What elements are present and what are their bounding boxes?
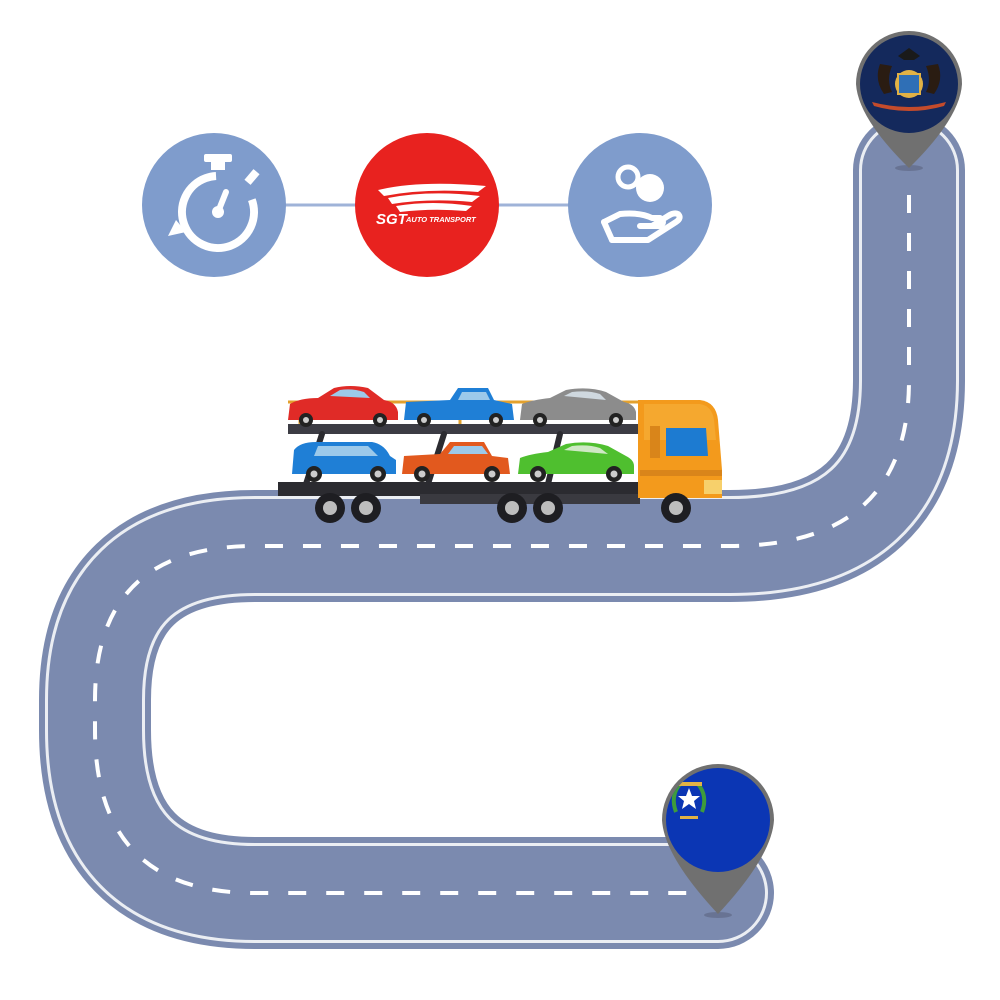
gray-car — [520, 388, 636, 427]
car-carrier-truck — [278, 386, 722, 523]
truck-wheels — [315, 493, 691, 523]
green-car — [518, 442, 634, 482]
hand-coin-icon — [568, 133, 712, 277]
blue-suv — [292, 442, 396, 482]
blue-pickup — [404, 388, 514, 427]
truck-cab — [638, 400, 722, 498]
road-lane-markings — [93, 195, 911, 895]
stopwatch-icon — [142, 133, 286, 277]
orange-pickup — [402, 442, 510, 482]
brand-logo-tagline: AUTO TRANSPORT — [405, 215, 477, 224]
brand-logo-name: SGT — [376, 211, 409, 228]
upper-deck — [288, 424, 638, 434]
pennsylvania-flag — [860, 35, 958, 133]
road-inner-surface — [48, 123, 956, 940]
nevada-flag — [666, 768, 770, 872]
red-car — [288, 386, 398, 427]
origin-location-pin — [856, 31, 962, 171]
brand-logo: SGT AUTO TRANSPORT — [355, 133, 499, 277]
winding-road — [35, 110, 969, 953]
destination-location-pin — [662, 764, 774, 918]
trailer-chassis — [278, 482, 648, 496]
feature-icons-row: SGT AUTO TRANSPORT — [142, 133, 712, 277]
trailer-lower-frame — [420, 494, 640, 504]
